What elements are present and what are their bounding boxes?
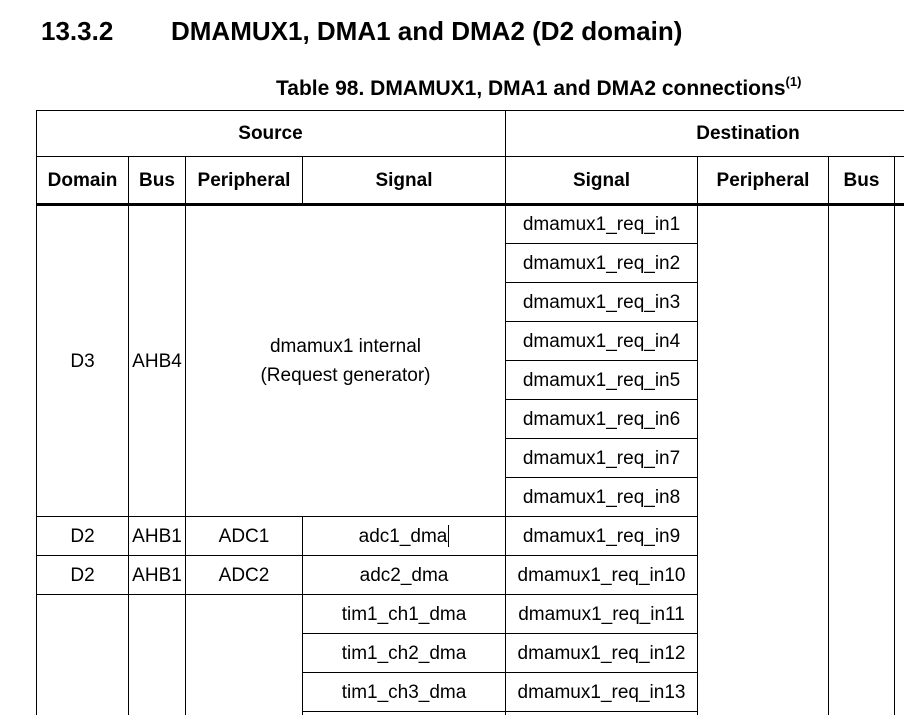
rule-periph-signal-body — [302, 516, 303, 715]
connections-table: Source Destination Domain Bus Peripheral… — [36, 110, 904, 715]
table-caption-text: Table 98. DMAMUX1, DMA1 and DMA2 connect… — [276, 77, 786, 100]
col-header-dest-bus: Bus — [843, 169, 880, 191]
col-header-bus: Bus — [139, 169, 175, 191]
tim1-ch3-signal: tim1_ch3_dma — [341, 681, 467, 703]
col-header-dest-signal: Signal — [572, 169, 630, 191]
rule-adc2-end — [36, 594, 697, 595]
section-number: 13.3.2 — [41, 16, 114, 46]
section-title: DMAMUX1, DMA1 and DMA2 (D2 domain) — [171, 16, 683, 46]
rule-dest-3 — [505, 321, 697, 322]
generator-peripheral-line2: (Request generator) — [260, 365, 431, 386]
caption-footnote-ref: (1) — [785, 74, 802, 89]
rule-column-header-thick — [36, 203, 904, 206]
tim1-ch2-signal: tim1_ch2_dma — [341, 642, 467, 664]
adc2-dest-signal: dmamux1_req_in10 — [517, 564, 686, 586]
rule-periph-bus — [828, 156, 829, 715]
generator-bus: AHB4 — [132, 350, 182, 372]
adc2-peripheral: ADC2 — [218, 564, 270, 586]
rule-dest-5 — [505, 399, 697, 400]
col-header-dest-peripheral: Peripheral — [716, 169, 810, 191]
dest-signal-req-in4: dmamux1_req_in4 — [522, 330, 681, 352]
tim1-ch1-signal: tim1_ch1_dma — [341, 603, 467, 625]
rule-dest-2 — [505, 282, 697, 283]
col-header-domain: Domain — [47, 169, 118, 191]
dest-signal-req-in8: dmamux1_req_in8 — [522, 486, 681, 508]
table-caption: Table 98. DMAMUX1, DMA1 and DMA2 connect… — [276, 74, 802, 101]
rule-left — [36, 110, 37, 715]
rule-tim-1 — [302, 633, 697, 634]
rule-dest-6 — [505, 438, 697, 439]
group-header-source: Source — [238, 123, 303, 144]
rule-bus-right — [894, 156, 895, 715]
adc1-bus: AHB1 — [132, 525, 182, 547]
rule-adc1-end — [36, 555, 697, 556]
rule-tim-2 — [302, 672, 697, 673]
dest-signal-req-in1: dmamux1_req_in1 — [522, 214, 681, 235]
rule-destsig-periph — [697, 156, 698, 715]
tim1-ch3-dest-signal: dmamux1_req_in13 — [517, 681, 686, 703]
tim1-ch1-dest-signal: dmamux1_req_in11 — [518, 603, 685, 625]
rule-dest-1 — [505, 243, 697, 244]
rule-tim-3 — [302, 711, 697, 712]
rule-domain-bus — [128, 156, 129, 715]
rule-source-dest — [505, 110, 506, 715]
adc1-peripheral: ADC1 — [218, 525, 270, 547]
rule-periph-signal-head — [302, 156, 303, 206]
generator-domain: D3 — [70, 350, 95, 372]
rule-group-header — [36, 156, 904, 157]
dest-signal-req-in3: dmamux1_req_in3 — [522, 291, 681, 313]
generator-peripheral: dmamux1 internal (Request generator) — [186, 206, 505, 516]
rule-bus-periph — [185, 156, 186, 715]
group-header-destination: Destination — [696, 123, 800, 144]
rule-dest-4 — [505, 360, 697, 361]
adc2-bus: AHB1 — [132, 564, 182, 586]
adc1-signal-text: adc1_dma — [358, 525, 448, 547]
col-header-peripheral: Peripheral — [197, 169, 291, 191]
adc2-domain: D2 — [70, 564, 95, 586]
adc1-signal: adc1_dma — [303, 517, 505, 555]
adc1-dest-signal: dmamux1_req_in9 — [522, 525, 681, 547]
adc1-domain: D2 — [70, 525, 95, 547]
dest-signal-req-in6: dmamux1_req_in6 — [522, 408, 681, 430]
rule-top — [36, 110, 904, 111]
tim1-ch2-dest-signal: dmamux1_req_in12 — [517, 642, 686, 664]
col-header-signal: Signal — [375, 169, 433, 191]
generator-peripheral-line1: dmamux1 internal — [269, 336, 422, 357]
rule-dest-7 — [505, 477, 697, 478]
dest-signal-req-in2: dmamux1_req_in2 — [522, 252, 681, 274]
dest-signal-req-in5: dmamux1_req_in5 — [522, 369, 681, 391]
adc2-signal: adc2_dma — [359, 564, 449, 586]
rule-generator-end — [36, 516, 697, 517]
text-cursor — [448, 525, 450, 547]
dest-signal-req-in7: dmamux1_req_in7 — [522, 447, 681, 469]
